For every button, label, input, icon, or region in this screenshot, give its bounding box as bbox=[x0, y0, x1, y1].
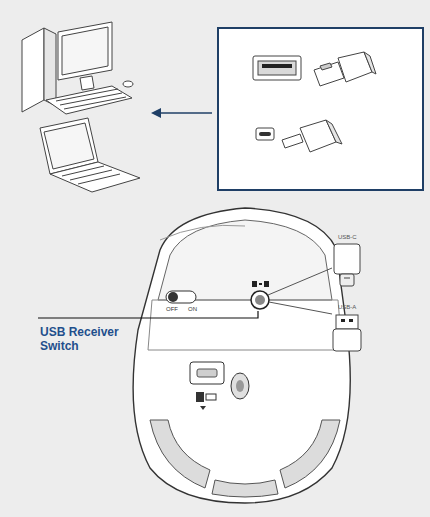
pointer-arrow bbox=[151, 108, 212, 118]
usb-c-dongle bbox=[334, 244, 360, 286]
usb-a-dongle bbox=[333, 315, 361, 351]
usb-a-dongle bbox=[314, 52, 376, 86]
switch-label: ON bbox=[188, 306, 197, 313]
part-label: USB Receiver Switch bbox=[40, 325, 130, 354]
receiver-button bbox=[251, 281, 269, 309]
power-switch bbox=[166, 291, 196, 303]
battery-cover bbox=[190, 362, 224, 410]
mouse-underside bbox=[133, 208, 350, 503]
usb-a-port bbox=[253, 56, 301, 80]
port-panel bbox=[218, 28, 423, 190]
leader-line bbox=[38, 311, 258, 318]
desktop-computer bbox=[22, 22, 133, 114]
laptop-computer bbox=[40, 118, 140, 192]
connector-label: USB-A bbox=[338, 304, 356, 311]
switch-label: OFF bbox=[166, 306, 178, 313]
leader-line bbox=[268, 268, 332, 295]
usb-c-dongle bbox=[282, 120, 342, 152]
leader-line bbox=[269, 302, 332, 314]
usb-c-port bbox=[256, 128, 274, 140]
optical-sensor bbox=[231, 373, 249, 399]
connector-label: USB-C bbox=[338, 234, 357, 241]
